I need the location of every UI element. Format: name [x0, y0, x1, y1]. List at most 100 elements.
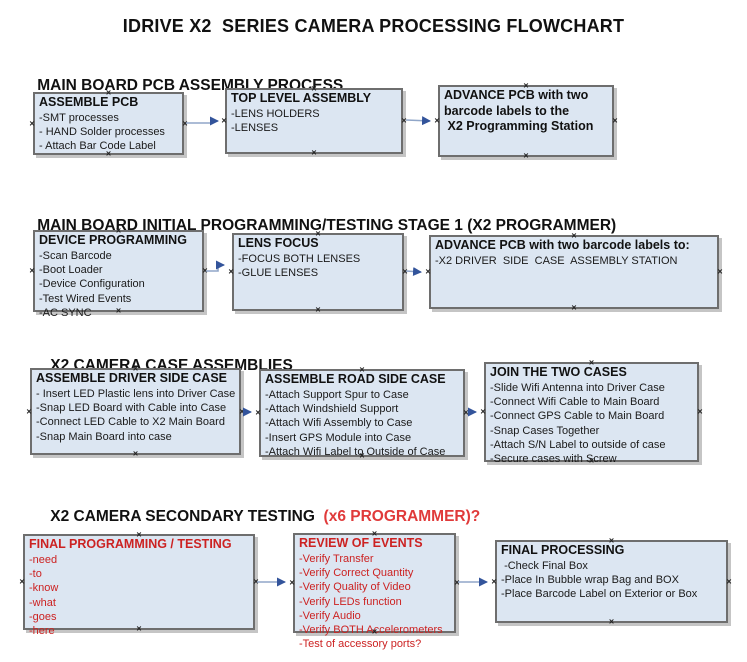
anchor-x-icon: × [612, 115, 618, 126]
anchor-x-icon: × [239, 406, 245, 416]
box-final-processing: FINAL PROCESSING -Check Final Box-Place … [491, 536, 732, 626]
box-lines: -FOCUS BOTH LENSES-GLUE LENSES [238, 252, 399, 281]
box-line: -Connect Wifi Cable to Main Board [490, 395, 660, 408]
anchor-x-icon: × [726, 576, 732, 586]
box-title: FINAL PROCESSING [501, 543, 625, 557]
anchor-x-icon: × [454, 577, 460, 588]
anchor-x-icon: × [253, 576, 259, 587]
box-line: -Attach Windshield Support [265, 402, 399, 415]
box-line: -know [29, 582, 59, 595]
anchor-x-icon: × [697, 406, 703, 417]
anchor-x-icon: × [255, 407, 261, 418]
section-heading-suffix: (x6 PROGRAMMER)? [323, 508, 481, 525]
box-assemble-driver-side-case: ASSEMBLE DRIVER SIDE CASE - Insert LED P… [26, 364, 245, 458]
box-lines: -need-to-know-what-goes-here [29, 553, 250, 639]
box-top-level-assembly: TOP LEVEL ASSEMBLY -LENS HOLDERS-LENSES … [221, 84, 407, 157]
box-line: -Verify Quality of Video [299, 581, 411, 594]
box-line: -Place Barcode Label on Exterior or Box [501, 588, 698, 601]
box-title: JOIN THE TWO CASES [490, 365, 627, 379]
box-line: -Connect LED Cable to X2 Main Board [36, 416, 225, 429]
box-line: -to [29, 567, 42, 580]
anchor-x-icon: × [523, 150, 529, 161]
box-line: -Secure cases with Screw [490, 453, 617, 466]
box-lens-focus: LENS FOCUS -FOCUS BOTH LENSES-GLUE LENSE… [228, 229, 408, 314]
box-line: -need [29, 553, 58, 566]
box-line: -Device Configuration [39, 278, 145, 291]
box-lines: -SMT processes- HAND Solder processes - A… [39, 111, 179, 154]
section-heading-text: X2 CAMERA SECONDARY TESTING [50, 508, 324, 525]
box-line: -Verify Correct Quantity [299, 566, 414, 579]
box-line: -Place In Bubble wrap Bag and BOX [501, 573, 679, 586]
box-line: -Snap LED Board with Cable into Case [36, 401, 227, 414]
anchor-x-icon: × [289, 577, 295, 588]
box-line: -Snap Main Board into case [36, 430, 172, 443]
box-line: -Insert GPS Module into Case [265, 431, 412, 444]
anchor-x-icon: × [228, 266, 234, 277]
anchor-x-icon: × [434, 115, 440, 126]
section-heading-4: X2 CAMERA SECONDARY TESTING (x6 PROGRAMM… [33, 490, 480, 544]
box-device-programming: DEVICE PROGRAMMING -Scan Barcode-Boot Lo… [29, 226, 208, 319]
box-title: ADVANCE PCB with two barcode labels to: [435, 238, 690, 252]
box-line: -FOCUS BOTH LENSES [238, 252, 361, 265]
box-line: -Connect GPS Cable to Main Board [490, 410, 665, 423]
box-line: -Snap Cases Together [490, 424, 600, 437]
box-title: ASSEMBLE ROAD SIDE CASE [265, 372, 446, 386]
anchor-x-icon: × [463, 407, 469, 418]
box-join-the-two-cases: JOIN THE TWO CASES -Slide Wifi Antenna i… [480, 358, 703, 465]
anchor-x-icon: × [491, 576, 497, 586]
anchor-x-icon: × [425, 266, 431, 277]
box-lines: -Check Final Box-Place In Bubble wrap Ba… [501, 559, 723, 602]
anchor-x-icon: × [717, 266, 723, 277]
box-line: - Attach Bar Code Label [39, 140, 156, 153]
anchor-x-icon: × [19, 576, 25, 587]
anchor-x-icon: × [182, 118, 188, 128]
box-assemble-pcb: ASSEMBLE PCB -SMT processes- HAND Solder… [29, 88, 188, 158]
section-heading-text: MAIN BOARD INITIAL PROGRAMMING/TESTING S… [37, 217, 617, 234]
box-title: LENS FOCUS [238, 236, 319, 250]
arrow-row2-b-c [405, 266, 422, 276]
box-line: - Insert LED Plastic lens into Driver Ca… [36, 387, 236, 400]
arrow-row2-a-b [206, 260, 225, 272]
anchor-x-icon: × [26, 406, 32, 416]
box-line: -Attach Support Spur to Case [265, 388, 409, 401]
box-title: TOP LEVEL ASSEMBLY [231, 91, 372, 105]
box-line: -Test of accessory ports? [299, 638, 422, 651]
box-line: -GLUE LENSES [238, 266, 319, 279]
box-line: -Verify Transfer [299, 552, 374, 565]
box-line: -SMT processes [39, 111, 119, 124]
anchor-x-icon: × [29, 265, 35, 276]
box-lines: -Scan Barcode-Boot Loader-Device Configu… [39, 249, 199, 320]
box-review-of-events: REVIEW OF EVENTS -Verify Transfer-Verify… [289, 529, 460, 650]
box-line: -Boot Loader [39, 263, 103, 276]
box-line: -Verify BOTH Accelerometers [299, 624, 443, 637]
anchor-x-icon: × [608, 616, 615, 627]
arrow-row1-a-b [186, 116, 219, 126]
box-line: -here [29, 625, 55, 638]
box-line: - HAND Solder processes [39, 125, 165, 138]
anchor-x-icon: × [402, 266, 408, 277]
anchor-x-icon: × [202, 265, 208, 276]
anchor-x-icon: × [221, 115, 227, 126]
box-line: -LENS HOLDERS [231, 107, 320, 120]
box-title: ADVANCE PCB with two barcode labels to t… [444, 88, 594, 134]
box-lines: - Insert LED Plastic lens into Driver Ca… [36, 387, 236, 444]
anchor-x-icon: × [132, 448, 139, 459]
page-title: IDRIVE X2 SERIES CAMERA PROCESSING FLOWC… [122, 16, 625, 36]
box-advance-pcb-programming-station: ADVANCE PCB with two barcode labels to t… [434, 81, 618, 160]
box-lines: -Attach Support Spur to Case-Attach Wind… [265, 388, 460, 459]
anchor-x-icon: × [29, 118, 35, 128]
box-line: -Attach Wifi Assembly to Case [265, 417, 413, 430]
box-final-programming-testing: FINAL PROGRAMMING / TESTING -need-to -kno… [19, 530, 259, 637]
box-title: FINAL PROGRAMMING / TESTING [29, 537, 232, 551]
arrow-row1-b-c [405, 116, 431, 126]
box-line: -Test Wired Events [39, 292, 132, 305]
anchor-x-icon: × [401, 115, 407, 126]
box-line: -Slide Wifi Antenna into Driver Case [490, 381, 665, 394]
box-line: -Attach Wifi Label to Outside of Case [265, 445, 446, 458]
anchor-x-icon: × [571, 302, 577, 313]
box-lines: -X2 DRIVER SIDE CASE ASSEMBLY STATION [435, 254, 714, 268]
anchor-x-icon: × [315, 304, 321, 315]
box-line: -Verify LEDs function [299, 595, 402, 608]
section-heading-2: MAIN BOARD INITIAL PROGRAMMING/TESTING S… [20, 199, 616, 253]
box-line: -goes [29, 610, 57, 623]
